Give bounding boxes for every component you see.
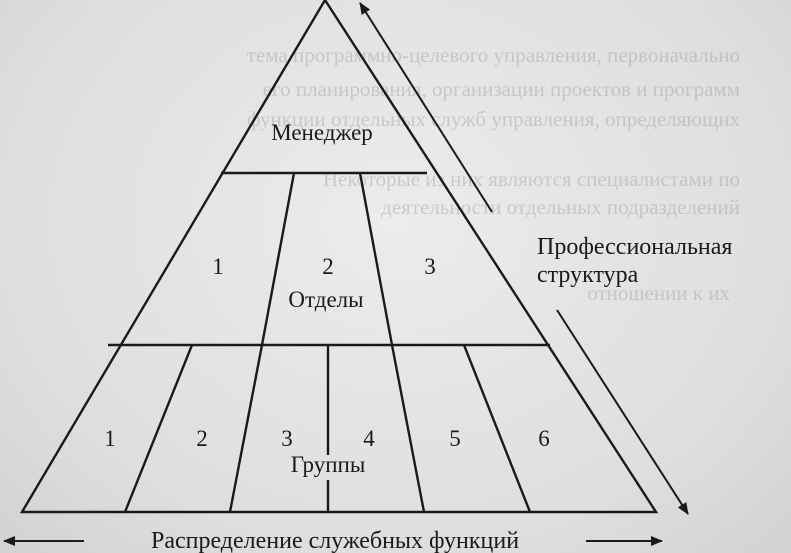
group-number: 4 <box>363 426 375 451</box>
group-partition <box>228 344 264 513</box>
department-number: 1 <box>212 254 224 279</box>
department-partition <box>358 172 394 346</box>
professional-structure-axis <box>359 2 689 515</box>
department-partition <box>260 172 296 346</box>
pyramid-lines <box>19 0 659 514</box>
group-number: 3 <box>281 426 293 451</box>
up-arrow-icon <box>359 2 493 213</box>
background-text-line: деятельности отдельных подразделений <box>381 195 740 219</box>
background-text-line: тема программно-целевого управления, пер… <box>247 43 740 67</box>
group-partition <box>462 344 532 513</box>
department-number: 3 <box>424 254 436 279</box>
background-text: тема программно-целевого управления, пер… <box>247 43 741 305</box>
background-text-line: функции отдельных служб управления, опре… <box>247 107 741 131</box>
group-number: 1 <box>104 426 116 451</box>
background-text-line: отношении к их <box>587 281 730 305</box>
background-text-line: Некоторые из них являются специалистами … <box>323 167 740 191</box>
group-number: 5 <box>449 426 461 451</box>
professional-structure-label: Профессиональная <box>537 234 732 260</box>
group-partition <box>390 344 426 513</box>
manager-label: Менеджер <box>271 120 373 145</box>
group-number: 6 <box>538 426 550 451</box>
department-number: 2 <box>322 254 334 279</box>
background-text-line: его планирования, организации проектов и… <box>263 77 740 101</box>
group-partition <box>123 344 194 513</box>
group-number: 2 <box>196 426 208 451</box>
groups-label: Группы <box>291 452 366 477</box>
professional-structure-label: структура <box>537 262 639 288</box>
departments-label: Отделы <box>288 287 363 312</box>
pyramid-outline <box>19 0 659 514</box>
functions-axis-label: Распределение служебных функций <box>151 528 519 553</box>
down-arrow-icon <box>556 309 689 515</box>
